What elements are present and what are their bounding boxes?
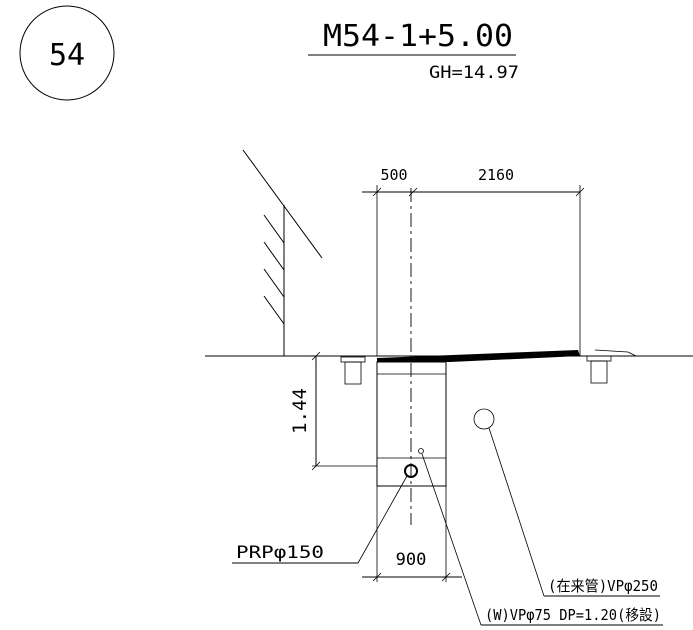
station-title: M54-1+5.00 — [323, 19, 513, 54]
pavement — [377, 350, 580, 375]
sheet-number-badge: 54 — [19, 5, 115, 101]
depth-dimension: 1.44 — [289, 351, 377, 471]
water-pipe-leader: (W)VPφ75 DP=1.20(移設) — [421, 453, 663, 626]
existing-pipe-circle — [473, 408, 495, 430]
existing-pipe-leader: (在来管)VPφ250 — [488, 427, 660, 597]
dim-offset-left: 500 — [380, 166, 407, 184]
ground-height: GH=14.97 — [429, 63, 519, 83]
bottom-dimension: 900 — [362, 486, 462, 582]
catch-basin-left — [340, 356, 366, 385]
catch-basin-right — [586, 355, 612, 384]
prp-pipe-circle — [404, 464, 418, 478]
dim-offset-right: 2160 — [478, 166, 514, 184]
ground-line — [205, 349, 693, 357]
title-block: M54-1+5.00 GH=14.97 — [308, 19, 519, 83]
existing-pipe-label: (在来管)VPφ250 — [548, 577, 658, 595]
prp-pipe-label: PRPφ150 — [236, 543, 324, 563]
water-pipe-label: (W)VPφ75 DP=1.20(移設) — [485, 606, 661, 624]
dim-depth: 1.44 — [289, 388, 311, 434]
embankment-slope — [242, 149, 323, 356]
prp-leader: PRPφ150 — [232, 475, 408, 564]
box-structure — [376, 361, 447, 487]
top-dimension: 500 2160 — [362, 166, 585, 356]
dim-box-width: 900 — [396, 550, 427, 570]
sheet-number: 54 — [49, 38, 85, 73]
water-pipe-circle — [418, 448, 424, 454]
